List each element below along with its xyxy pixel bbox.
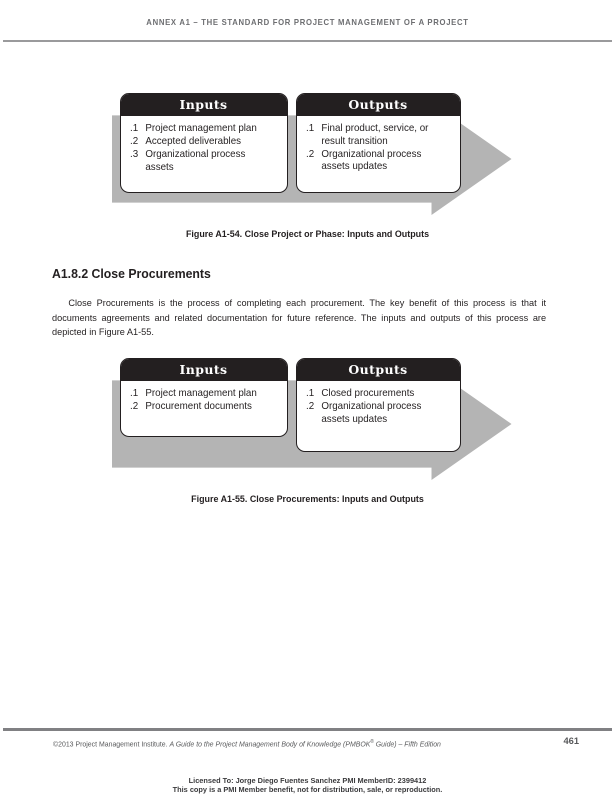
section-heading: A1.8.2 Close Procurements <box>52 266 211 281</box>
outputs-card-body: .1 Closed procurements .2 Organizational… <box>297 381 460 434</box>
outputs-card-body: .1 Final product, service, or result tra… <box>297 116 460 181</box>
list-item-number: .1 <box>305 388 314 400</box>
list-item: .2 Procurement documents <box>130 401 275 414</box>
outputs-card-title: Outputs <box>296 94 460 117</box>
inputs-card: Inputs .1 Project management plan .2 Pro… <box>119 358 288 437</box>
list-item-text: Final product, service, or result transi… <box>320 123 428 147</box>
list-item: .1 Project management plan <box>130 123 275 136</box>
list-item-number: .1 <box>305 123 314 135</box>
list-item: .1 Closed procurements <box>306 388 448 401</box>
outputs-card: Outputs .1 Closed procurements .2 Organi… <box>295 358 461 452</box>
outputs-card-title: Outputs <box>296 359 460 382</box>
list-item-text: Project management plan <box>144 388 257 400</box>
footer-copyright-prefix: ©2013 Project Management Institute. <box>53 739 170 749</box>
list-item: .2 Accepted deliverables <box>130 136 275 149</box>
list-item-number: .2 <box>305 401 314 413</box>
inputs-card-title: Inputs <box>120 359 287 382</box>
inputs-card-body: .1 Project management plan .2 Accepted d… <box>121 116 287 182</box>
list-item: .1 Final product, service, or result tra… <box>306 123 448 148</box>
list-item-text: Organizational process assets updates <box>320 148 421 173</box>
list-item: .2 Organizational process assets updates <box>306 149 448 174</box>
license-line-2: This copy is a PMI Member benefit, not f… <box>172 785 443 795</box>
section-paragraph: Close Procurements is the process of com… <box>52 297 546 341</box>
outputs-card: Outputs .1 Final product, service, or re… <box>295 93 461 193</box>
inputs-card-title: Inputs <box>120 94 287 117</box>
license-notice: Licensed To: Jorge Diego Fuentes Sanchez… <box>9 776 606 795</box>
figure-caption: Figure A1-55. Close Procurements: Inputs… <box>191 494 424 505</box>
figure-a1-55-diagram: Inputs .1 Project management plan .2 Pro… <box>98 358 518 480</box>
registered-mark-icon: ® <box>370 739 374 745</box>
inputs-card-body: .1 Project management plan .2 Procuremen… <box>121 381 287 421</box>
running-head: ANNEX A1 – THE STANDARD FOR PROJECT MANA… <box>146 18 469 27</box>
page-number: 461 <box>563 736 579 746</box>
list-item-text: Closed procurements <box>320 388 414 400</box>
figure-caption: Figure A1-54. Close Project or Phase: In… <box>185 229 430 240</box>
figure-a1-55: Inputs .1 Project management plan .2 Pro… <box>0 358 615 505</box>
list-item-text: Project management plan <box>144 123 257 135</box>
paragraph-text: Close Procurements is the process of com… <box>52 298 547 339</box>
figure-a1-54: Inputs .1 Project management plan .2 Acc… <box>0 93 615 240</box>
list-item-text: Procurement documents <box>144 401 252 413</box>
footer-copyright: ©2013 Project Management Institute. A Gu… <box>53 739 441 748</box>
footer-rule <box>3 728 612 731</box>
license-line-1: Licensed To: Jorge Diego Fuentes Sanchez… <box>188 776 427 785</box>
list-item-text: Organizational process assets <box>144 149 245 173</box>
list-item: .2 Organizational process assets updates <box>306 401 448 426</box>
list-item-text: Accepted deliverables <box>144 136 241 148</box>
figure-a1-54-diagram: Inputs .1 Project management plan .2 Acc… <box>98 93 518 215</box>
footer-title-italic-a: A Guide to the Project Management Body o… <box>169 739 371 749</box>
header-rule <box>3 40 612 42</box>
list-item-number: .1 <box>129 388 138 400</box>
list-item-number: .2 <box>305 148 314 160</box>
list-item-number: .2 <box>129 136 138 148</box>
list-item-number: .3 <box>129 149 138 161</box>
list-item-number: .2 <box>129 401 138 413</box>
inputs-card: Inputs .1 Project management plan .2 Acc… <box>119 93 288 193</box>
list-item: .1 Project management plan <box>130 388 275 401</box>
list-item-text: Organizational process assets updates <box>320 401 421 425</box>
list-item: .3 Organizational process assets <box>130 149 275 174</box>
footer-title-italic-b: Guide) – Fifth Edition <box>373 739 441 749</box>
list-item-number: .1 <box>129 123 138 135</box>
